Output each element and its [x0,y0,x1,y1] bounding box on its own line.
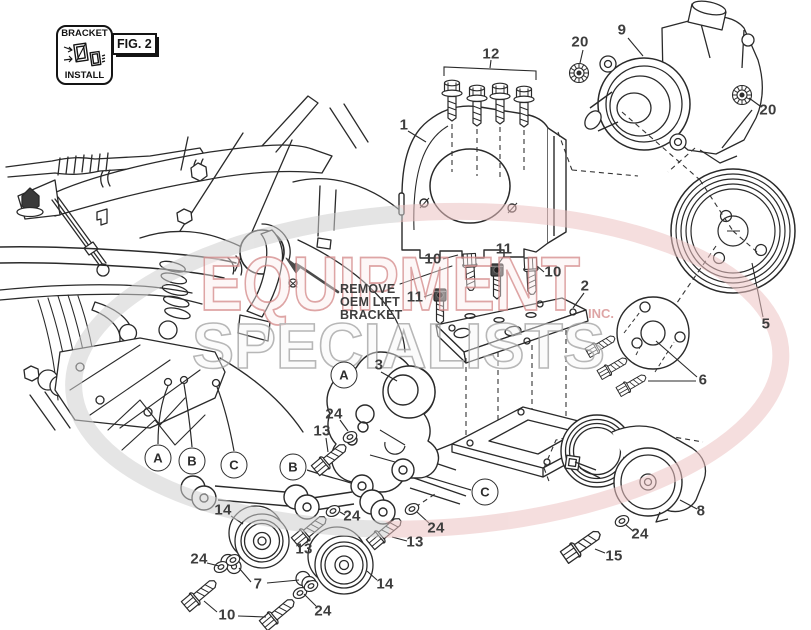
watermark [65,202,790,538]
note-line: BRACKET [340,308,403,322]
pump-part-9 [557,0,763,177]
watermark-line2: SPECIALISTS [192,310,605,382]
bracket-install-badge: BRACKET INSTALL [56,25,113,85]
label-leaders [203,37,764,618]
figure-number-box: FIG. 2 [112,33,157,55]
remove-oem-bracket-note: REMOVE OEM LIFT BRACKET [340,283,403,322]
idler-pulleys-part-14 [220,505,374,595]
pump-bracket-part-1 [398,105,567,259]
note-line: REMOVE [340,282,396,296]
figure-number: FIG. 2 [117,37,152,51]
watermark-line1: EQUIPMENT [200,242,580,327]
note-line: OEM LIFT [340,295,400,309]
badge-top-label: BRACKET [61,28,108,39]
watermark-suffix: INC. [588,306,614,321]
bracket-install-icon [63,42,105,67]
watermark-text: EQUIPMENT SPECIALISTS INC. [191,241,614,383]
hub-part-6 [584,296,690,398]
badge-bottom-label: INSTALL [64,70,105,81]
bolts-part-10-11 [433,252,567,452]
engine-assembly-art [0,95,453,451]
bolts-part-12 [441,59,537,178]
